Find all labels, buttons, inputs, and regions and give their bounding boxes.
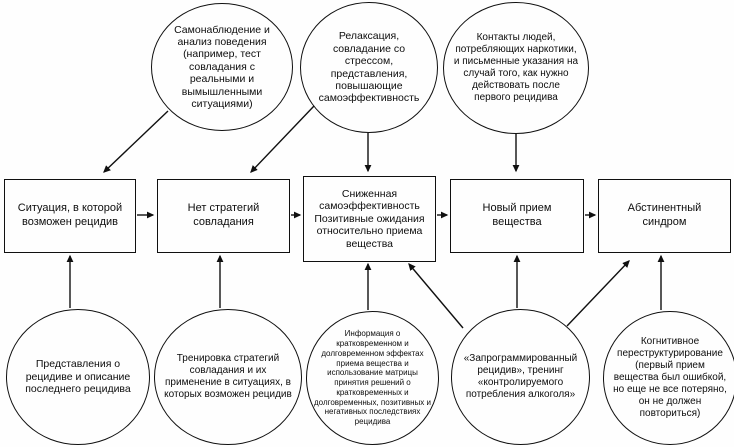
box-no-coping-strategies-label: Нет стратегий совладания — [187, 202, 260, 228]
circle-relapse-representation-label: Представления о рецидиве и описание посл… — [25, 358, 131, 396]
arrow-programmed-relapse-to-abstinence — [566, 260, 630, 327]
box-no-coping-strategies: Нет стратегий совладания — [157, 179, 290, 253]
circle-self-monitoring: Самонаблюдение и анализ поведения (напри… — [151, 3, 293, 131]
circle-programmed-relapse-label: «Запрограммированный рецидив», тренинг «… — [463, 353, 578, 400]
circle-programmed-relapse: «Запрограммированный рецидив», тренинг «… — [451, 309, 590, 445]
circle-drug-contacts: Контакты людей, потребляющих наркотики, … — [443, 2, 589, 134]
box-new-substance-intake: Новый прием вещества — [450, 179, 584, 253]
circle-effects-information-label: Информация о кратковременном и долговрем… — [314, 329, 431, 426]
circle-coping-training: Тренировка стратегий совладания и их при… — [154, 309, 302, 445]
box-abstinence-syndrome: Абстинентный синдром — [598, 179, 731, 253]
circle-effects-information: Информация о кратковременном и долговрем… — [306, 311, 439, 445]
circle-cognitive-restructuring-label: Когнитивное переструктурирование (первый… — [613, 336, 727, 419]
circle-drug-contacts-label: Контакты людей, потребляющих наркотики, … — [453, 32, 579, 103]
box-abstinence-syndrome-label: Абстинентный синдром — [627, 202, 702, 228]
box-lowered-self-efficacy: Сниженная самоэффективность Позитивные о… — [303, 176, 436, 262]
circle-relapse-representation: Представления о рецидиве и описание посл… — [6, 309, 150, 445]
arrow-programmed-relapse-to-self-efficacy — [408, 263, 464, 329]
box-relapse-situation: Ситуация, в которой возможен рецидив — [4, 179, 136, 253]
circle-relaxation: Релаксация, совладание со стрессом, пред… — [300, 2, 438, 133]
circle-self-monitoring-label: Самонаблюдение и анализ поведения (напри… — [174, 23, 270, 110]
circle-cognitive-restructuring: Когнитивное переструктурирование (первый… — [603, 311, 734, 445]
box-relapse-situation-label: Ситуация, в которой возможен рецидив — [17, 202, 123, 228]
circle-coping-training-label: Тренировка стратегий совладания и их при… — [164, 353, 292, 400]
arrow-self-monitoring-to-relapse-situation — [103, 110, 169, 173]
circle-relaxation-label: Релаксация, совладание со стрессом, пред… — [318, 30, 420, 105]
arrow-relaxation-to-no-coping — [250, 105, 315, 173]
box-lowered-self-efficacy-label: Сниженная самоэффективность Позитивные о… — [314, 187, 425, 250]
box-new-substance-intake-label: Новый прием вещества — [482, 202, 552, 228]
